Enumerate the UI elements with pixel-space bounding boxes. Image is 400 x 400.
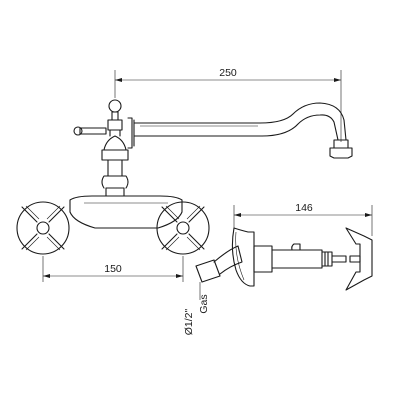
ribbed-section xyxy=(321,251,333,267)
aerator xyxy=(329,139,353,159)
dimension-projection: 146 xyxy=(234,202,372,217)
spout-collar xyxy=(127,117,135,149)
spout xyxy=(133,102,347,141)
s-union xyxy=(195,245,243,283)
left-cross-handle xyxy=(16,201,70,255)
label-connection-size: Ø1/2" xyxy=(183,308,195,335)
side-lever xyxy=(73,126,107,136)
connection-note: Ø1/2" Gas xyxy=(183,282,210,335)
wall-flange xyxy=(231,227,255,287)
central-column xyxy=(101,99,129,197)
side-cross-handle xyxy=(345,227,373,291)
label-center-distance: 150 xyxy=(104,263,122,275)
right-cross-handle xyxy=(156,201,210,255)
mixer-body xyxy=(69,195,183,229)
side-body xyxy=(253,245,273,273)
label-connection-type: Gas xyxy=(198,294,210,313)
dimension-center-distance: 150 xyxy=(42,256,184,282)
front-view xyxy=(16,99,353,255)
label-spout-reach: 250 xyxy=(219,67,237,79)
label-projection: 146 xyxy=(295,202,313,214)
side-view xyxy=(195,205,373,291)
tap-valve xyxy=(291,243,301,251)
dimension-spout-reach: 250 xyxy=(114,67,342,142)
